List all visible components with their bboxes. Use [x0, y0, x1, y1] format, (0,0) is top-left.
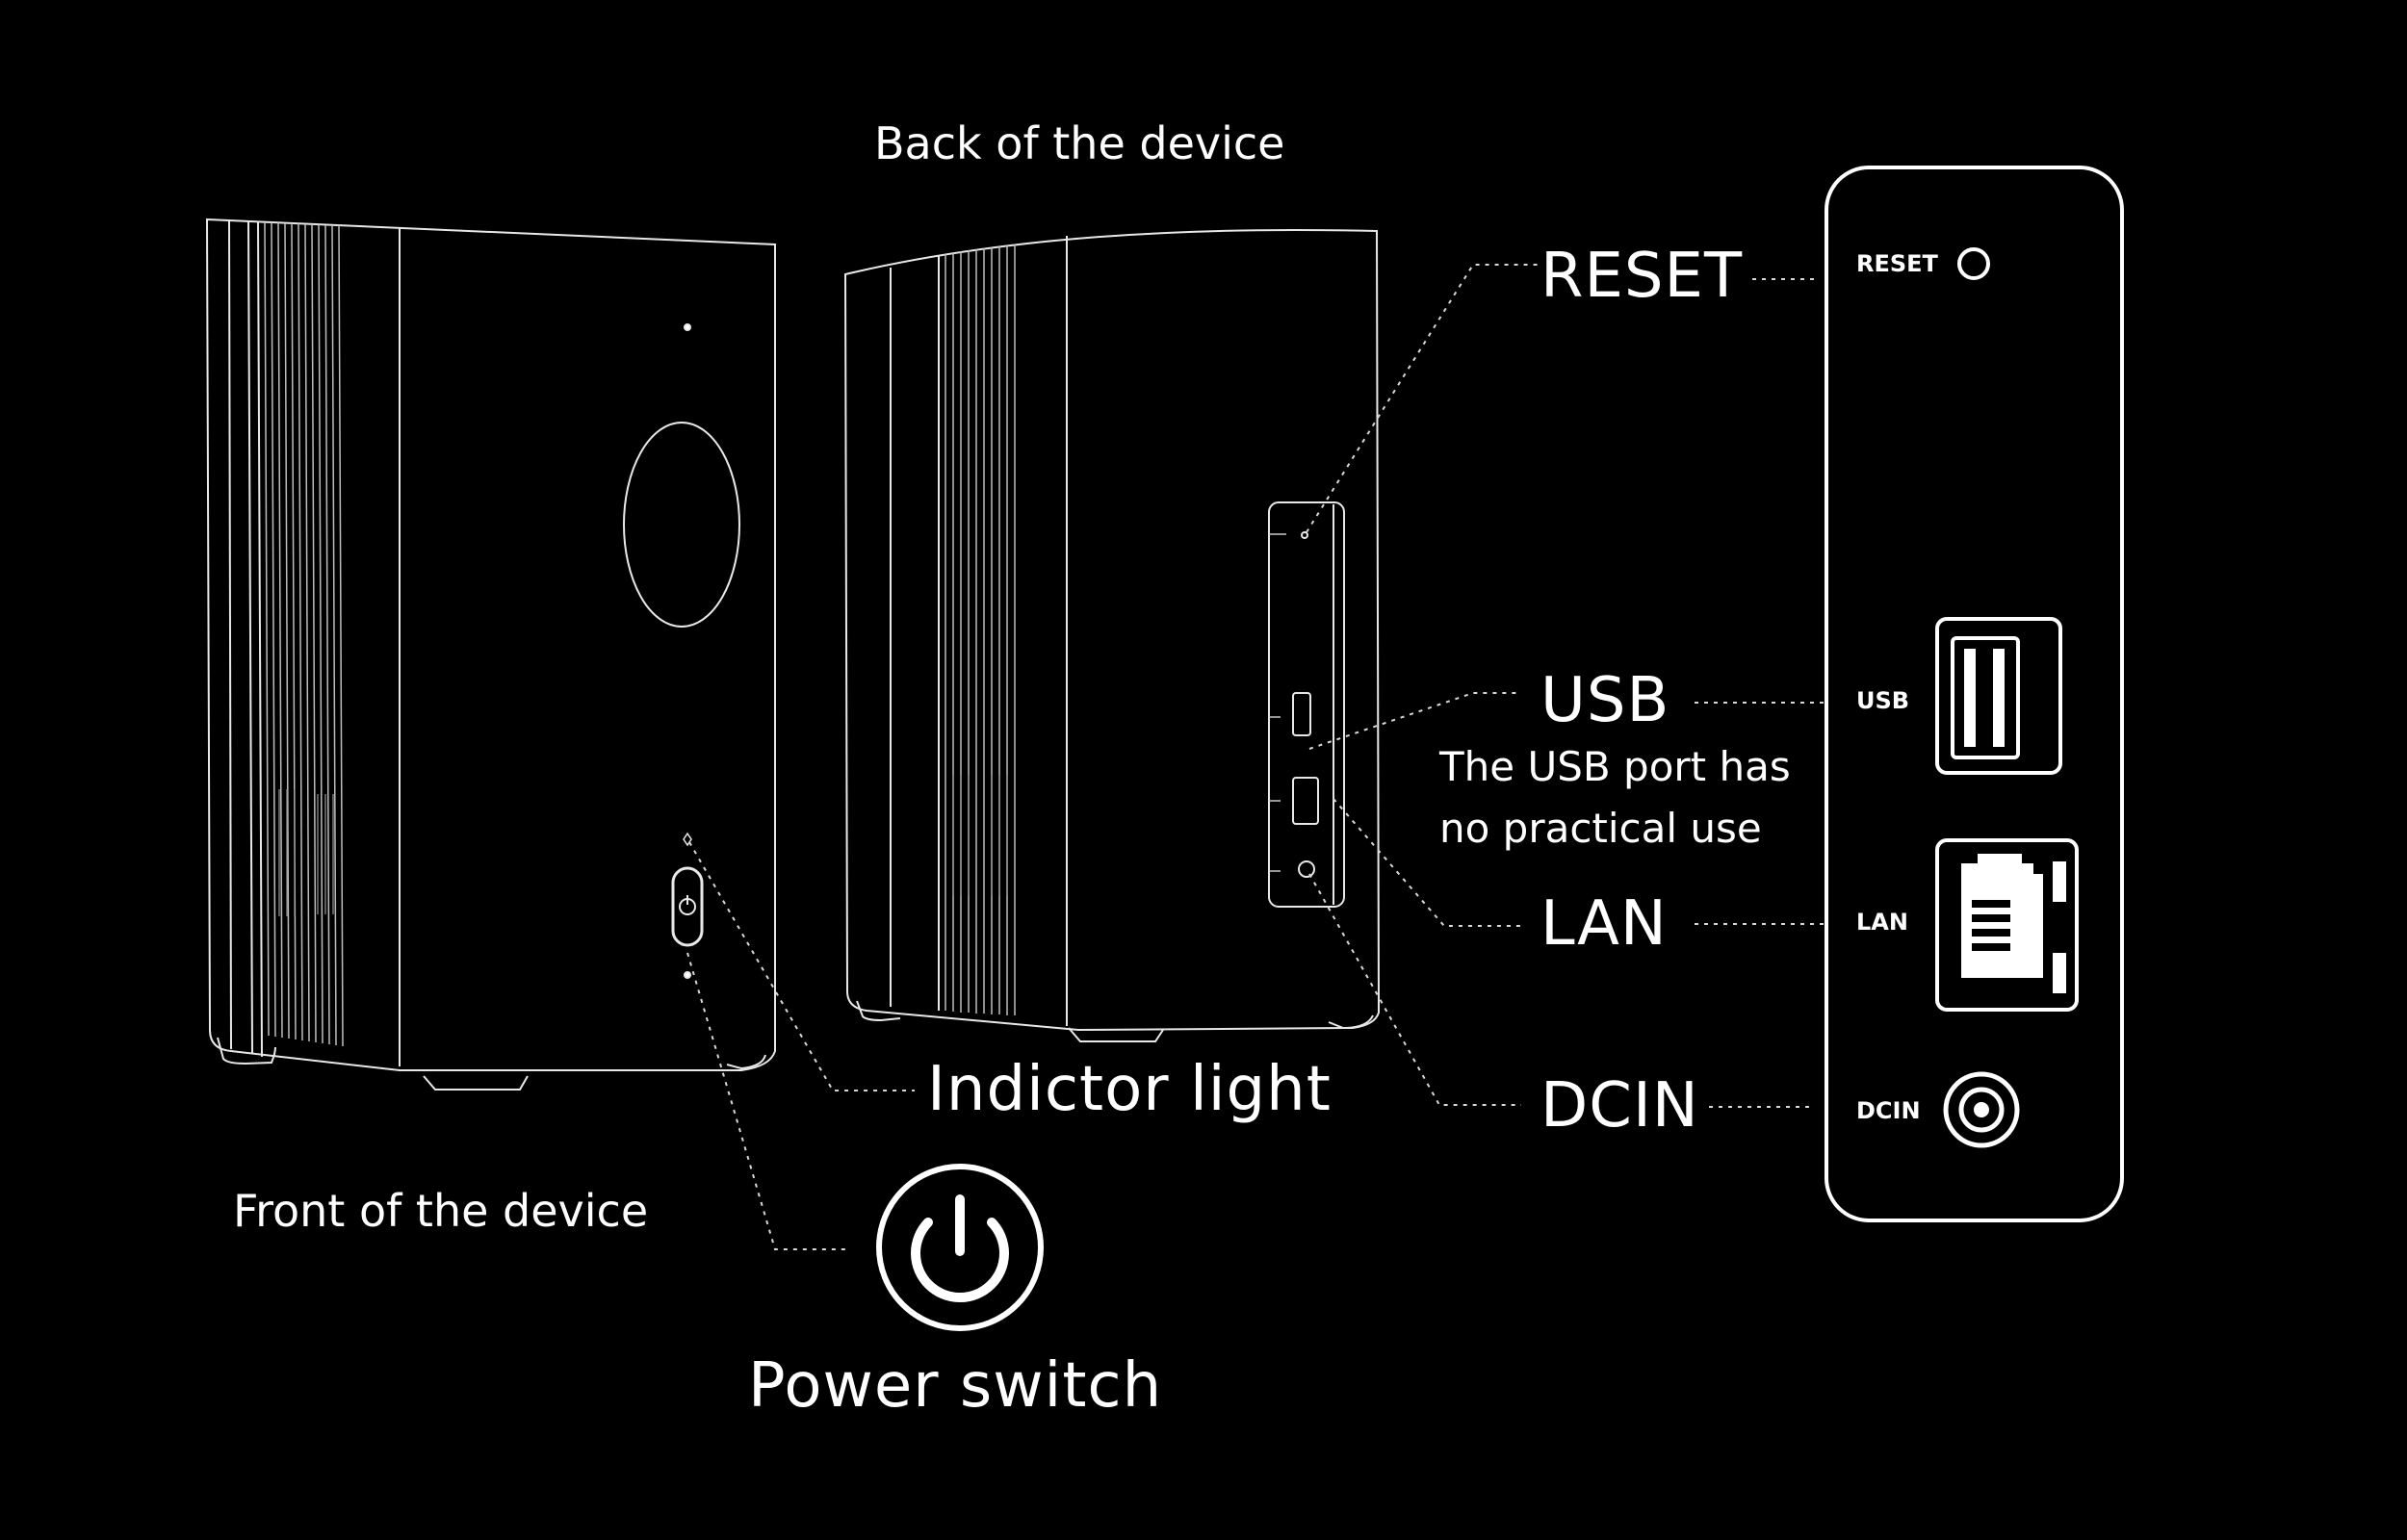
- port-panel: [1825, 166, 2124, 1222]
- usb-note: The USB port has no practical use: [1439, 743, 1791, 852]
- back-device: [843, 228, 1381, 1042]
- back-caption: Back of the device: [874, 117, 1285, 169]
- dc-jack-icon: [1943, 1071, 2020, 1148]
- reset-pinhole-icon: [1957, 247, 1990, 280]
- dcin-label: DCIN: [1540, 1070, 1699, 1142]
- usb-port-icon: [1935, 617, 2062, 775]
- front-device: [205, 218, 776, 1091]
- panel-dcin-label: DCIN: [1856, 1097, 1921, 1124]
- leader-lines: [686, 264, 1825, 1250]
- reset-label: RESET: [1540, 241, 1744, 312]
- ethernet-port-icon: [1935, 838, 2079, 1012]
- power-icon: [876, 1164, 1044, 1331]
- power-switch-label: Power switch: [748, 1350, 1163, 1422]
- usb-label: USB: [1540, 665, 1670, 736]
- lan-label: LAN: [1540, 888, 1668, 960]
- panel-lan-label: LAN: [1856, 909, 1908, 936]
- indicator-light-label: Indictor light: [927, 1054, 1332, 1125]
- panel-reset-label: RESET: [1856, 250, 1938, 277]
- panel-usb-label: USB: [1856, 687, 1910, 714]
- front-caption: Front of the device: [233, 1185, 649, 1237]
